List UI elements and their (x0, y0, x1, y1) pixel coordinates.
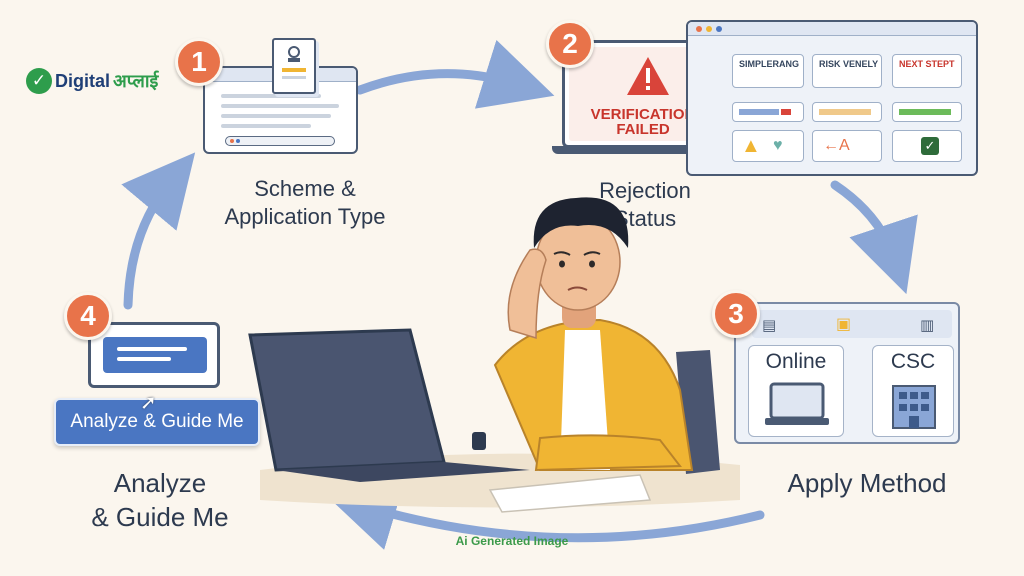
step1-badge: 1 (175, 38, 223, 86)
step1-progress-bar (225, 136, 335, 146)
laptop-screen-back (248, 328, 446, 472)
bars-icon: ▥ (920, 317, 935, 334)
laptop-base (276, 462, 530, 482)
step3-badge: 3 (712, 290, 760, 338)
user-icon: ▣ (836, 316, 852, 333)
bar-tile-2 (812, 102, 882, 122)
window-dot-yellow (706, 25, 712, 32)
laptop-icon (765, 382, 829, 425)
step4-label: Analyze & Guide Me (91, 468, 229, 532)
bar-tile-3 (892, 102, 962, 122)
chart-icon: ▤ (762, 317, 777, 334)
warning-icon: ▲ (741, 135, 761, 157)
status-tile-1: ▲♥ (732, 130, 804, 162)
window-dot-blue (716, 25, 722, 32)
tile-2: RISK VENELY (812, 54, 882, 88)
arrow-2-to-3 (830, 180, 918, 295)
status-tile-2: ←A (812, 130, 882, 162)
building-icon (892, 385, 936, 429)
message-bubble (103, 337, 207, 373)
step1-document-icon (272, 38, 316, 94)
arm-on-desk (534, 434, 682, 472)
step2-badge: 2 (546, 20, 594, 68)
stressed-person-illustration (248, 197, 740, 513)
arrow-3-to-4 (325, 480, 765, 550)
brand-logo: ✓ Digital अप्लाई (26, 68, 158, 94)
window-dot-red (696, 25, 702, 32)
check-icon: ✓ (26, 68, 52, 94)
hand-on-head (507, 248, 547, 340)
status-tile-3: ✓ (892, 130, 962, 162)
cursor-icon: ➚ (140, 392, 157, 414)
step4-window (88, 322, 220, 388)
step2-dashboard: SIMPLERANG RISK VENELY NEXT STEPT ▲♥ ←A … (686, 20, 978, 176)
step3-label: Apply Method (787, 468, 947, 498)
tile-1: SIMPLERANG (732, 54, 804, 88)
step4-badge: 4 (64, 292, 112, 340)
tile-3: NEXT STEPT (892, 54, 962, 88)
step3-toolbar: ▤ ▣ ▥ (752, 310, 952, 338)
option-csc[interactable]: CSC (872, 345, 954, 437)
watch (472, 432, 486, 450)
step1-label: Scheme & Application Type (224, 176, 386, 229)
analyze-guide-me-button[interactable]: Analyze & Guide Me (54, 398, 260, 446)
laptop-base (552, 146, 732, 154)
arrow-1-to-2 (355, 39, 555, 109)
alert-text: VERIFICATION FAILED (590, 106, 696, 138)
option-online[interactable]: Online (748, 345, 844, 437)
ai-generated-watermark: Ai Generated Image (455, 534, 569, 548)
brand-name: Digital (55, 70, 111, 91)
papers (488, 474, 652, 513)
bar-tile-1 (732, 102, 804, 122)
heart-icon: ♥ (773, 137, 783, 154)
brand-name-suffix: अप्लाई (113, 71, 159, 91)
checkbox-icon: ✓ (921, 137, 939, 155)
arrow-4-to-1 (121, 152, 196, 310)
hair (533, 197, 629, 248)
warning-icon (627, 57, 669, 95)
